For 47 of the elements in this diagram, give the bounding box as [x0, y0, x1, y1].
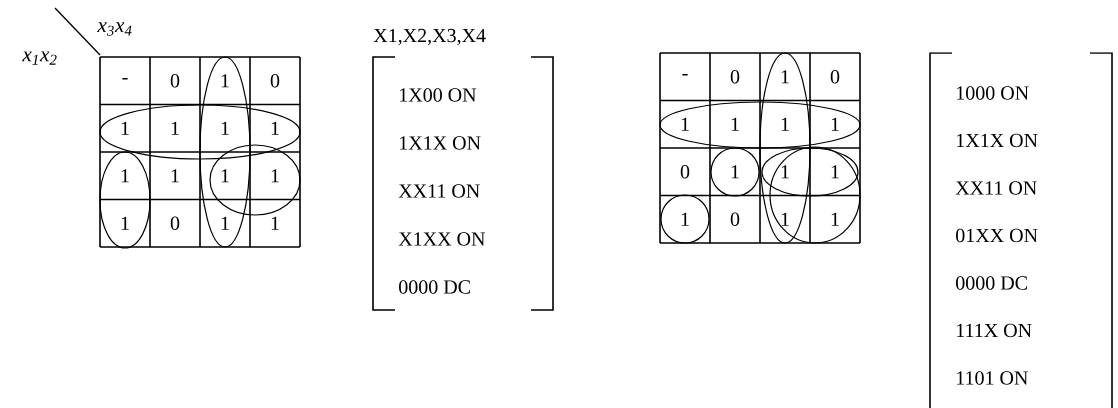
matrix-row: 0000 DC	[399, 280, 470, 294]
cell-value: 1	[831, 212, 839, 226]
cell-value: 0	[830, 70, 840, 84]
cell-value: 1	[781, 70, 789, 84]
cell-value: 1	[121, 169, 129, 183]
cell-value: 1	[171, 169, 179, 183]
matrix-row: 1101 ON	[957, 371, 1028, 385]
matrix-row: 1X00 ON	[400, 88, 477, 102]
cell-value: 1	[731, 165, 739, 179]
cell-value: 1	[271, 121, 279, 135]
cell-value: 1	[221, 169, 229, 183]
cell-value: 1	[121, 216, 129, 230]
cell-value: -	[122, 78, 128, 80]
matrix-row: 1X1X ON	[400, 136, 481, 150]
matrix-row: 111X ON	[957, 323, 1032, 338]
cell-value: 1	[781, 165, 789, 179]
cell-value: 1	[221, 121, 229, 135]
cell-value: 1	[271, 216, 279, 230]
cell-value: 1	[781, 117, 789, 131]
matrix-row: 1X1X ON	[957, 133, 1038, 148]
cell-value: 0	[270, 74, 280, 88]
cell-value: 1	[681, 212, 689, 226]
cell-value: 1	[271, 169, 279, 183]
cell-value: 0	[730, 70, 740, 84]
cell-value: -	[682, 74, 688, 76]
matrix-row: XX11 ON	[398, 184, 480, 198]
matrix-row: XX11 ON	[955, 181, 1037, 195]
cell-value: 0	[730, 212, 740, 226]
cell-value: 1	[831, 165, 839, 179]
cell-value: 1	[221, 216, 229, 230]
cell-value: 0	[170, 74, 180, 88]
axis-label: x$_{1}$x$_{2}$	[22, 51, 57, 65]
cell-value: 1	[171, 121, 179, 135]
matrix-row: X1XX ON	[398, 232, 485, 246]
matrix-header: X1,X2,X3,X4	[373, 28, 486, 46]
cell-value: 1	[781, 212, 789, 226]
cell-value: 1	[221, 74, 229, 88]
cell-value: 0	[680, 165, 690, 179]
matrix-row: 01XX ON	[956, 228, 1038, 243]
cell-value: 1	[121, 121, 129, 135]
cell-value: 1	[831, 117, 839, 131]
cell-value: 1	[681, 117, 689, 131]
cell-value: 1	[731, 117, 739, 131]
matrix-row: 0000 DC	[956, 276, 1027, 290]
cell-value: 0	[170, 216, 180, 230]
matrix-row: 1000 ON	[957, 86, 1029, 100]
axis-label: x$_{3}$x$_{4}$	[97, 22, 132, 36]
